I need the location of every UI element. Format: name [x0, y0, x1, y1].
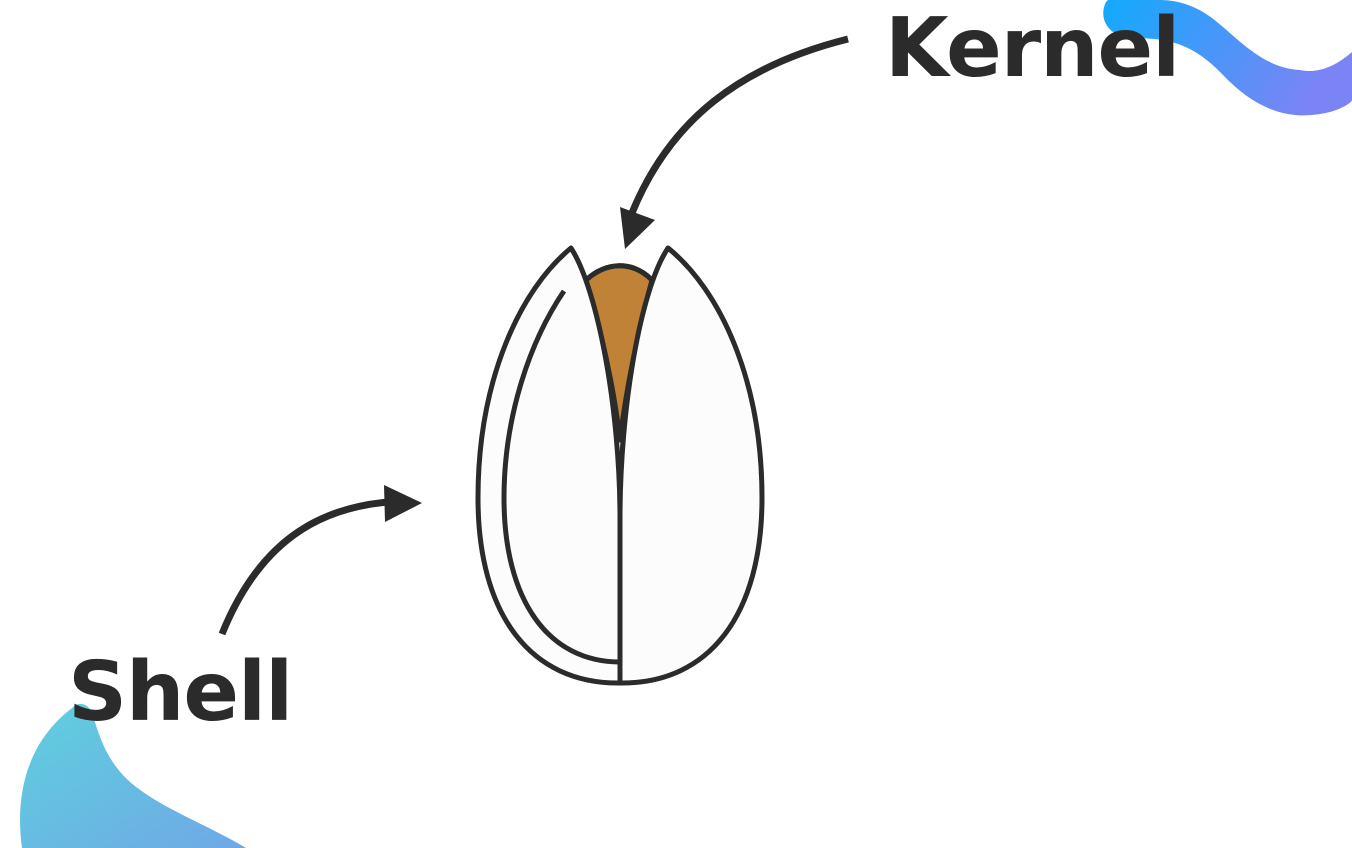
right-shell-half [617, 245, 765, 686]
kernel-arrow [620, 35, 849, 249]
arrowhead-shell [384, 485, 422, 522]
decorative-wave-bottom-left [20, 703, 247, 848]
arrowhead-kernel [620, 207, 655, 249]
kernel-label: Kernel [885, 1, 1179, 96]
arrow-icon [628, 35, 849, 215]
shell-inner-edge [501, 289, 621, 665]
arrow-icon [218, 498, 389, 636]
decorative-wave-top-right [1103, 0, 1352, 116]
kernel-rim [584, 263, 654, 282]
shell-label: Shell [68, 645, 292, 740]
shell-arrow [218, 485, 422, 636]
pistachio-icon [475, 245, 765, 686]
